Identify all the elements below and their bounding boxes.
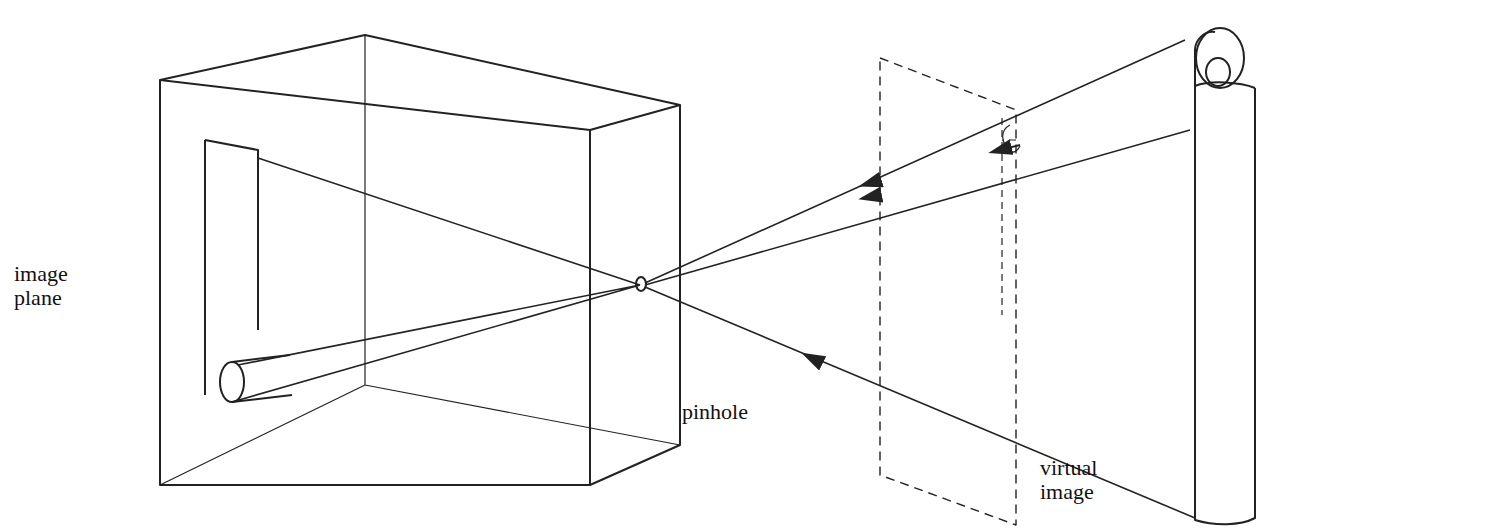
ray — [645, 287, 1195, 518]
camera-box-edge — [160, 80, 590, 485]
candle-rim — [1195, 82, 1255, 88]
axis-label: image plane — [14, 262, 84, 310]
ray-arrow — [870, 180, 880, 183]
axis-label: virtual image — [1040, 456, 1130, 504]
pinhole — [636, 277, 646, 291]
candle-body — [1195, 50, 1255, 524]
camera-box-edge — [590, 105, 680, 130]
candle-flame — [1196, 28, 1244, 88]
ray — [645, 130, 1190, 285]
inverted-candle-body — [232, 355, 292, 402]
camera-box-back-edge — [160, 35, 680, 485]
virtual-flame-image — [1003, 125, 1020, 152]
image-plane — [205, 140, 258, 395]
part-label: pinhole — [682, 400, 802, 424]
ray-arrow — [812, 358, 820, 362]
inverted-candle-base — [220, 362, 244, 402]
ray-arrow — [870, 195, 880, 197]
ray — [232, 158, 640, 402]
virtual-image-plane — [880, 58, 1016, 525]
camera-box-outline — [160, 35, 680, 485]
ray — [645, 40, 1185, 283]
virtual-candle-image — [1002, 118, 1016, 315]
